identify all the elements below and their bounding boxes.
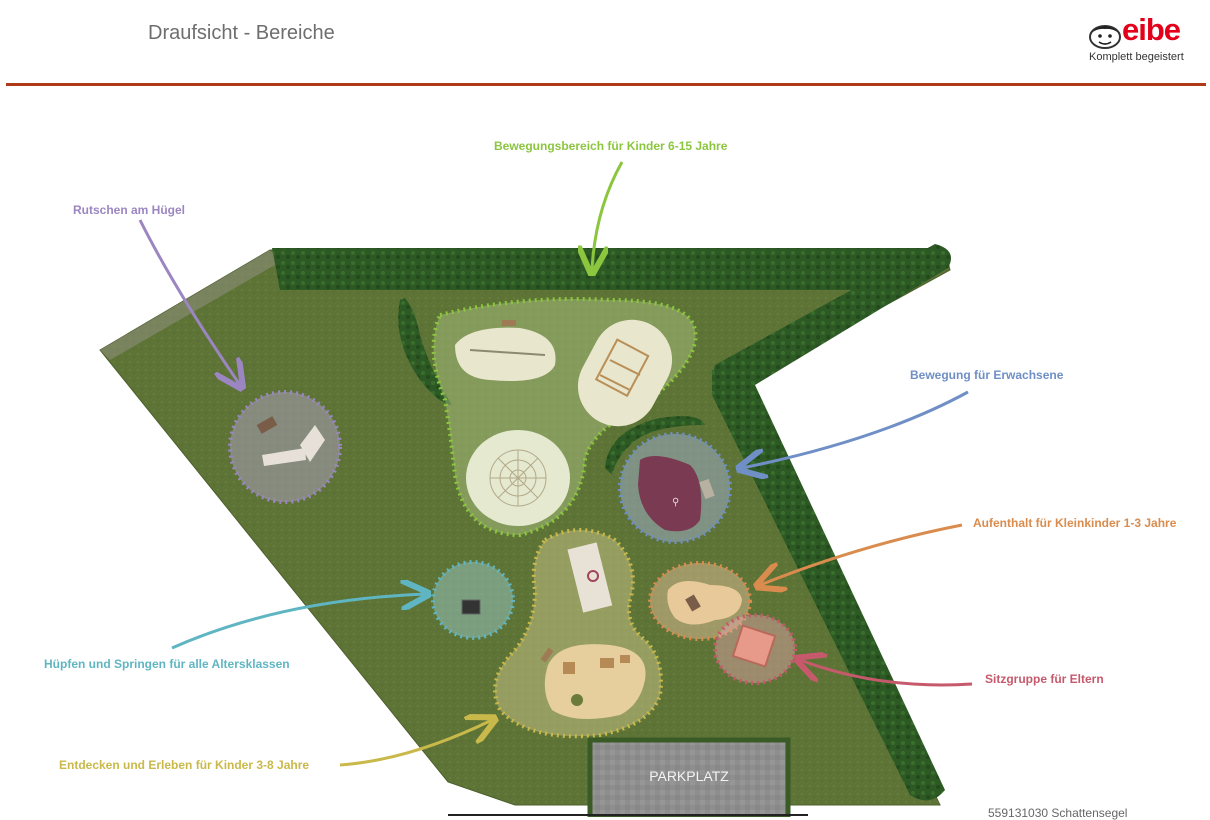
label-rutschen: Rutschen am Hügel — [73, 203, 186, 217]
arrow-huepfen — [171, 594, 425, 650]
fitness-bench — [699, 478, 715, 500]
site-edge-shadow — [100, 250, 280, 360]
logo-tagline: Komplett begeistert — [1089, 51, 1184, 63]
trampoline — [461, 599, 481, 615]
balance-beam — [469, 349, 546, 356]
arrow-rutschen — [138, 219, 240, 385]
header-divider — [6, 83, 1206, 86]
arrow-entdecken — [339, 720, 492, 767]
arrow-aufenthalt-kleinkinder — [760, 523, 963, 585]
fitness-equipment-icon: ⚲ — [672, 497, 679, 508]
inner-hedge-west — [398, 298, 452, 405]
bench-north — [502, 320, 516, 326]
slide-platform — [256, 416, 278, 434]
toddler-sand-area — [667, 581, 742, 625]
bench-entdecken — [540, 647, 554, 663]
sand-play-table — [567, 542, 613, 613]
zone-rutschen — [228, 390, 342, 504]
sandbox — [544, 644, 646, 719]
page-title: Draufsicht - Bereiche — [148, 22, 335, 44]
logo-word: eibe — [1122, 12, 1181, 47]
label-bewegung-erwachsene: Bewegung für Erwachsene — [910, 368, 1064, 382]
arrow-sitzgruppe — [800, 660, 973, 687]
logo-face-icon — [1089, 25, 1121, 49]
eibe-logo: eibe Komplett begeistert — [1086, 12, 1198, 66]
label-huepfen: Hüpfen und Springen für alle Altersklass… — [44, 657, 290, 671]
arrow-bewegung-kinder — [592, 161, 624, 270]
seating-group — [731, 624, 777, 668]
balance-area — [455, 327, 556, 381]
fitness-surface — [638, 456, 702, 532]
play-wheel-icon — [587, 570, 599, 582]
play-house-equipment — [563, 655, 630, 706]
toddler-play-element — [685, 594, 701, 612]
arrow-bewegung-erwachsene — [742, 390, 969, 468]
east-hedge — [712, 370, 945, 801]
north-hedge — [272, 248, 948, 290]
label-aufenthalt-kleinkinder: Aufenthalt für Kleinkinder 1-3 Jahre — [973, 516, 1177, 530]
footer-note: 559131030 Schattensegel — [988, 806, 1128, 820]
east-hedge-diagonal — [712, 244, 952, 385]
parking-label: PARKPLATZ — [649, 768, 729, 784]
parking-lot — [587, 737, 791, 817]
inner-hedge-middle — [605, 416, 705, 475]
label-entdecken: Entdecken und Erleben für Kinder 3-8 Jah… — [59, 758, 310, 772]
label-bewegung-kinder: Bewegungsbereich für Kinder 6-15 Jahre — [494, 139, 728, 153]
net-pyramid — [489, 449, 547, 507]
slide-equipment — [262, 425, 325, 466]
label-sitzgruppe: Sitzgruppe für Eltern — [985, 672, 1104, 686]
climbing-frame — [594, 338, 650, 398]
climbing-area — [577, 319, 673, 427]
